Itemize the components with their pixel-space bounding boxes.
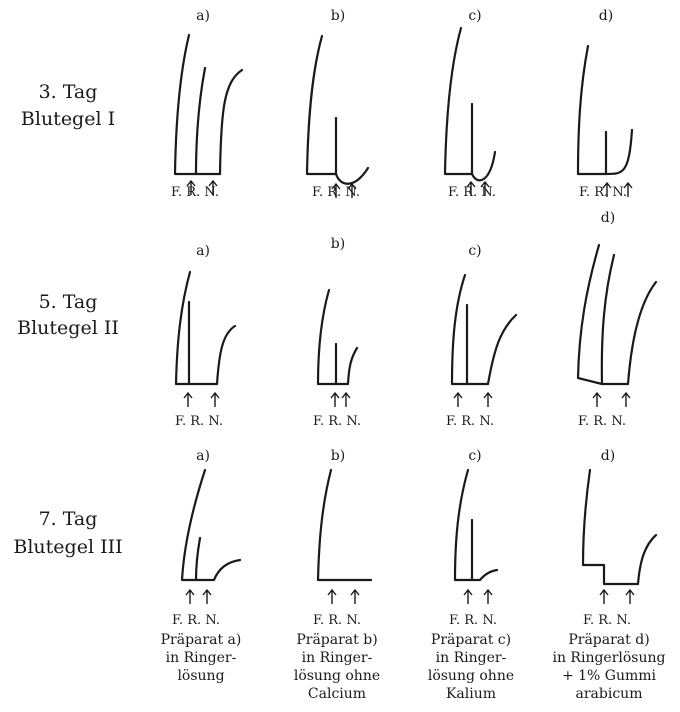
caption-c: Präparat c) in Ringer- lösung ohne Kaliu…	[428, 632, 514, 702]
r3-b-letter: b)	[331, 448, 345, 464]
r1-b-trace	[307, 36, 368, 184]
caption-b-line-2: in Ringer-	[302, 650, 373, 666]
r3-c-letter: c)	[468, 448, 481, 464]
caption-d-line-1: Präparat d)	[568, 632, 649, 648]
r2-c-frn-label: F. R. N.	[446, 414, 494, 429]
r2-c-letter: c)	[468, 243, 481, 259]
caption-c-line-2: in Ringer-	[436, 650, 507, 666]
r3-a-frn-label: F. R. N.	[172, 613, 220, 628]
r1-arrows	[187, 181, 632, 198]
caption-d-line-4: arabicum	[576, 686, 643, 702]
r1-d-letter: d)	[599, 8, 613, 24]
r1-c-trace	[445, 28, 495, 180]
r2-arrows	[184, 393, 630, 407]
caption-a-line-1: Präparat a)	[161, 632, 242, 648]
r2-a-frn-label: F. R. N.	[175, 414, 223, 429]
r3-b-frn-label: F. R. N.	[313, 613, 361, 628]
row3-leech-label: Blutegel III	[13, 536, 122, 558]
r1-b-frn-label: F. R. N.	[312, 185, 360, 200]
r3-a-trace	[182, 470, 240, 580]
r3-b-trace	[318, 470, 371, 580]
r2-b-letter: b)	[331, 236, 345, 252]
r1-a-trace	[175, 35, 242, 174]
r2-b-frn-label: F. R. N.	[313, 414, 361, 429]
r3-c-frn-label: F. R. N.	[449, 613, 497, 628]
r1-a-letter: a)	[196, 8, 210, 24]
caption-a: Präparat a) in Ringer- lösung	[161, 632, 242, 684]
caption-b-line-1: Präparat b)	[296, 632, 377, 648]
r3-a-letter: a)	[196, 448, 210, 464]
caption-b: Präparat b) in Ringer- lösung ohne Calci…	[294, 632, 380, 702]
r2-d-trace	[578, 245, 656, 384]
r2-d-frn-label: F. R. N.	[578, 414, 626, 429]
r2-d-letter: d)	[601, 210, 615, 226]
row1-day-label: 3. Tag	[39, 81, 98, 103]
r3-arrows	[186, 590, 634, 604]
r1-a-frn-label: F. R. N.	[171, 185, 219, 200]
r1-d-frn-label: F. R. N.	[579, 185, 627, 200]
caption-a-line-2: in Ringer-	[166, 650, 237, 666]
r2-a-trace	[176, 272, 235, 384]
r1-b-letter: b)	[331, 8, 345, 24]
caption-c-line-3: lösung ohne	[428, 668, 514, 684]
r3-d-frn-label: F. R. N.	[583, 613, 631, 628]
caption-a-line-3: lösung	[177, 668, 224, 684]
caption-d: Präparat d) in Ringerlösung + 1% Gummi a…	[552, 632, 665, 702]
r2-c-trace	[452, 275, 516, 384]
row2-day-label: 5. Tag	[39, 291, 98, 313]
caption-d-line-2: in Ringerlösung	[552, 650, 665, 666]
row2-leech-label: Blutegel II	[17, 317, 119, 339]
caption-b-line-3: lösung ohne	[294, 668, 380, 684]
caption-c-line-1: Präparat c)	[431, 632, 511, 648]
r1-c-frn-label: F. R. N.	[448, 185, 496, 200]
row1-leech-label: Blutegel I	[21, 108, 115, 130]
r1-c-letter: c)	[468, 8, 481, 24]
r3-c-trace	[455, 470, 497, 580]
r3-d-trace	[583, 470, 656, 584]
caption-c-line-4: Kalium	[446, 686, 496, 702]
caption-d-line-3: + 1% Gummi	[562, 668, 657, 684]
caption-b-line-4: Calcium	[308, 686, 366, 702]
row3-day-label: 7. Tag	[39, 508, 98, 530]
r2-b-trace	[318, 290, 357, 384]
r1-d-trace	[578, 46, 632, 174]
r3-d-letter: d)	[601, 448, 615, 464]
r2-a-letter: a)	[196, 243, 210, 259]
